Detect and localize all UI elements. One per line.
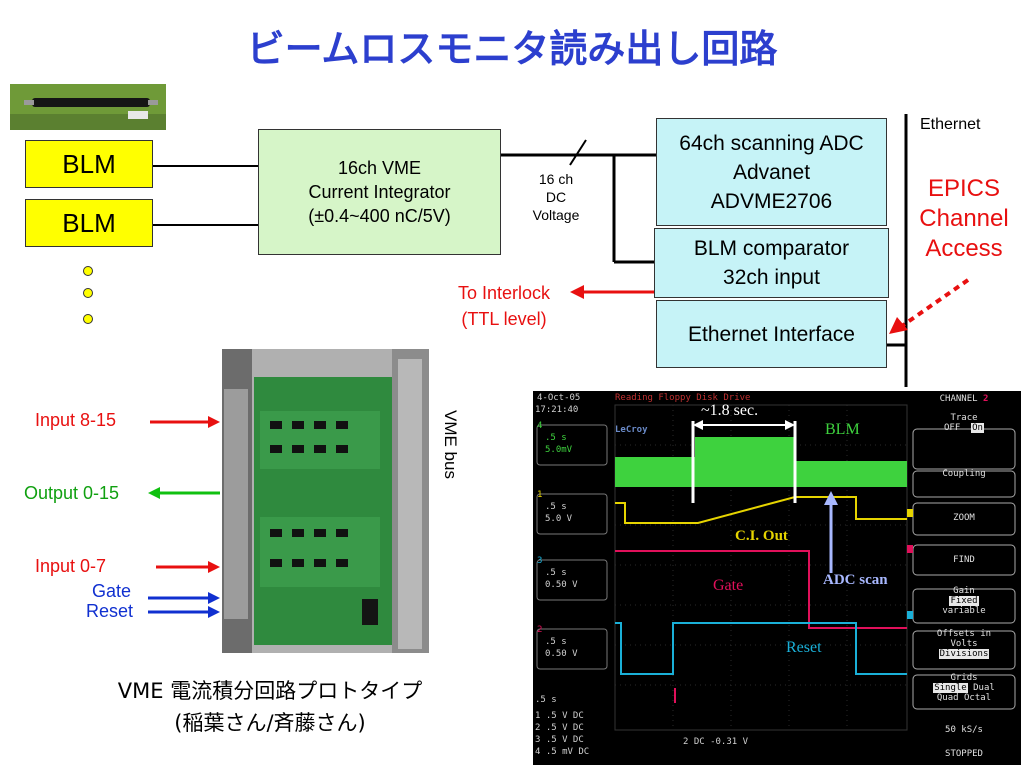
sensor-tube-icon [10, 84, 166, 130]
bottom-ch4: 4 .5 mV DC [535, 747, 590, 757]
board-caption: VME 電流積分回路プロトタイプ (稲葉さん/斉藤さん) [117, 679, 423, 735]
integrator-line1: 16ch VME [337, 158, 422, 178]
ethernet-interface-box: Ethernet Interface [656, 300, 887, 368]
acquisition-status: STOPPED [945, 749, 983, 759]
gate-label: Gate [92, 581, 132, 601]
ch2-scale: 0.50 V [545, 649, 578, 659]
menu-channel: CHANNEL 2 [939, 394, 989, 404]
ch3-scale: 0.50 V [545, 580, 578, 590]
output-0-15-label: Output 0-15 [24, 483, 120, 503]
menu-trace[interactable]: Trace OFF On [944, 413, 984, 433]
menu-gain[interactable]: Gain Fixed variable [942, 586, 986, 616]
vme-board-photo [222, 349, 429, 653]
current-integrator-box: 16ch VME Current Integrator (±0.4~400 nC… [258, 129, 501, 255]
input-0-7-label: Input 0-7 [35, 556, 107, 576]
menu-offsets[interactable]: Offsets in Volts Divisions [936, 629, 992, 659]
epics-channel-access-label: EPICS Channel Access [919, 175, 1009, 262]
ch1-scale: 5.0 V [545, 514, 573, 524]
ci-out-label: C.I. Out [735, 528, 788, 544]
oscilloscope-screenshot: 4-Oct-05 17:21:40 Reading Floppy Disk Dr… [533, 391, 1021, 765]
ch1-timebase: .5 s [545, 502, 567, 512]
reset-trace-label: Reset [786, 639, 822, 656]
blm-trace-label: BLM [825, 421, 860, 438]
adc-scan-label: ADC scan [823, 572, 888, 588]
bottom-ch3: 3 .5 V DC [535, 735, 584, 745]
bottom-ch1: 1 .5 V DC [535, 711, 584, 721]
blm-box-2: BLM [25, 199, 153, 247]
interlock-label: To Interlock (TTL level) [457, 283, 551, 329]
page-title: ビームロスモニタ読み出し回路 [246, 27, 778, 71]
gate-trace-label: Gate [713, 577, 744, 594]
ch2-num: 2 [537, 625, 543, 635]
blm-sensor-photo [10, 84, 166, 130]
bottom-ch2: 2 .5 V DC [535, 723, 584, 733]
ch3-timebase: .5 s [545, 568, 567, 578]
scope-traces [536, 404, 1016, 731]
ch2-timebase: .5 s [545, 637, 567, 647]
input-8-15-label: Input 8-15 [35, 410, 117, 430]
duration-annotation: ~1.8 sec. [701, 402, 759, 419]
scope-status: Reading Floppy Disk Drive [615, 393, 751, 403]
ch1-num: 1 [537, 490, 543, 500]
blm-box-1: BLM [25, 140, 153, 188]
scope-timebase: .5 s [535, 695, 557, 705]
menu-zoom[interactable]: ZOOM [953, 513, 975, 523]
menu-grids[interactable]: Grids Single Dual Quad Octal [933, 673, 995, 703]
sample-rate: 50 kS/s [945, 725, 983, 735]
ethernet-label: Ethernet [920, 116, 981, 133]
circuit-board-icon [222, 349, 429, 653]
scope-brand: LeCroy [615, 425, 648, 435]
more-blm-dots-icon [83, 266, 93, 324]
adc-box: 64ch scanning ADC Advanet ADVME2706 [656, 118, 887, 226]
ch4-scale: 5.0mV [545, 445, 573, 455]
scope-date: 4-Oct-05 [537, 393, 581, 403]
scope-time: 17:21:40 [535, 405, 579, 415]
integrator-line3: (±0.4~400 nC/5V) [308, 206, 451, 226]
comparator-box: BLM comparator 32ch input [654, 228, 889, 298]
ch4-timebase: .5 s [545, 433, 567, 443]
menu-find[interactable]: FIND [953, 555, 975, 565]
scope-trigger: 2 DC -0.31 V [683, 737, 749, 747]
integrator-line2: Current Integrator [308, 182, 451, 202]
dc-voltage-label: 16 ch DC Voltage [532, 171, 580, 223]
ch4-num: 4 [537, 421, 543, 431]
ch3-num: 3 [537, 556, 543, 566]
reset-label: Reset [86, 601, 134, 621]
vme-bus-label: VME bus [441, 410, 460, 479]
menu-coupling[interactable]: Coupling [942, 469, 986, 479]
